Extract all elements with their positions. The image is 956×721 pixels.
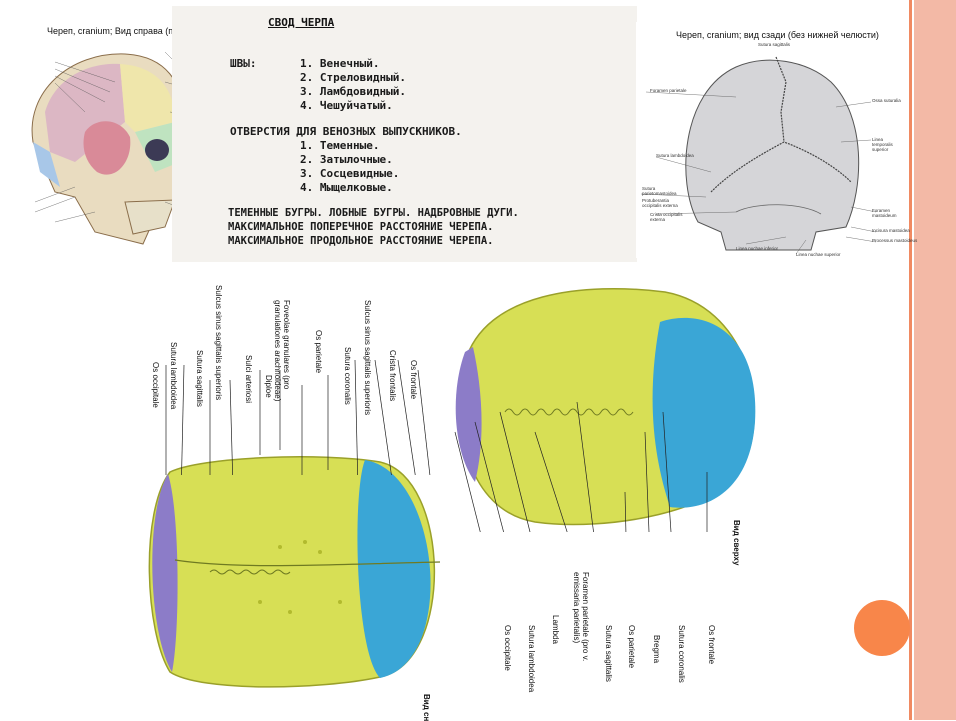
posterior-label: Sutura sagittalis	[758, 42, 791, 47]
top-view-view-label: Вид сверху	[732, 520, 741, 566]
top-view-label: Lambda	[551, 615, 560, 644]
inner-vault-label: Sulci arteriosi	[244, 355, 253, 404]
decorative-circle	[854, 600, 910, 656]
top-view-label: Sutura coronalis	[677, 625, 686, 683]
vault-title: СВОД ЧЕРПА	[268, 16, 335, 29]
inner-vault-label: Sutura lambdoidea	[169, 342, 178, 410]
opening-item: 4. Мыщелковые.	[300, 181, 393, 194]
inner-vault-label: Os parietale	[314, 330, 323, 374]
top-view-label: Bregma	[652, 635, 661, 664]
top-view-label: Os frontale	[707, 625, 716, 665]
inner-vault-label: Sulcus sinus sagittalis superioris	[214, 285, 223, 401]
vault-footer-line: ТЕМЕННЫЕ БУГРЫ. ЛОБНЫЕ БУГРЫ. НАДБРОВНЫЕ…	[228, 207, 519, 219]
inner-vault-label: Os frontale	[409, 360, 418, 400]
posterior-label: Linea temporalis superior	[872, 137, 893, 152]
posterior-label: Processus mastoideus	[872, 238, 918, 243]
inner-vault-label: Crista frontalis	[388, 350, 397, 402]
top-view-label: Os parietale	[627, 625, 636, 669]
posterior-label: Incisura mastoidea	[872, 228, 910, 233]
top-view-label: Foramen parietale (pro v. emissaria pari…	[572, 572, 590, 662]
posterior-label: Protuberantia occipitalis externa	[642, 198, 678, 208]
posterior-label: Ossa suturalia	[872, 98, 901, 103]
skull-posterior-caption: Череп, cranium; вид сзади (без нижней че…	[676, 30, 879, 40]
top-view-label: Os occipitale	[503, 625, 512, 671]
posterior-label: Sutura parietomastoidea	[642, 186, 677, 196]
vault-footer-line: МАКСИМАЛЬНОЕ ПОПЕРЕЧНОЕ РАССТОЯНИЕ ЧЕРЕП…	[228, 221, 494, 233]
top-strip	[0, 0, 915, 6]
openings-title: ОТВЕРСТИЯ ДЛЯ ВЕНОЗНЫХ ВЫПУСКНИКОВ.	[230, 125, 462, 138]
vault-text-panel	[172, 6, 637, 262]
inner-vault-label: Os occipitale	[151, 362, 160, 408]
opening-item: 1. Теменные.	[300, 139, 380, 152]
posterior-label: Linea nuchae superior	[796, 252, 841, 257]
top-view-label: Sutura lambdoidea	[527, 625, 536, 693]
inner-vault-label: Sutura coronalis	[343, 347, 352, 405]
inner-vault-label: Sulcus sinus sagittalis superioris	[363, 300, 372, 416]
frame-accent-line	[909, 0, 912, 720]
top-view-label: Sutura sagittalis	[604, 625, 613, 682]
inner-vault-label: Foveolae granulares (pro granulationes a…	[273, 300, 291, 402]
posterior-label: Foramen mastoideum	[872, 208, 897, 218]
suture-item: 2. Стреловидный.	[300, 71, 406, 84]
suture-item: 3. Ламбдовидный.	[300, 85, 406, 98]
posterior-label: Crista occipitalis externa	[650, 212, 683, 222]
frame-right-band	[914, 0, 956, 720]
opening-item: 3. Сосцевидные.	[300, 167, 400, 180]
vault-inner-illustration	[148, 456, 441, 688]
opening-item: 2. Затылочные.	[300, 153, 393, 166]
posterior-label: Foramen parietale	[650, 88, 687, 93]
sutures-label: ШВЫ:	[230, 57, 257, 70]
posterior-label: Linea nuchae inferior	[736, 246, 779, 251]
skull-lateral-illustration	[31, 51, 206, 245]
inner-vault-label: Sutura sagittalis	[195, 350, 204, 407]
inner-vault-view-label: Вид сн	[422, 694, 431, 721]
vault-inner-leaders	[165, 359, 431, 475]
skull-posterior-illustration	[640, 56, 877, 255]
vault-footer-line: МАКСИМАЛЬНОЕ ПРОДОЛЬНОЕ РАССТОЯНИЕ ЧЕРЕП…	[228, 235, 494, 247]
posterior-label: Sutura lambdoidea	[656, 153, 694, 158]
inner-vault-label: Diploe	[264, 375, 273, 398]
skull-lateral-caption: Череп, cranium; Вид справа (полусхематич…	[47, 26, 240, 36]
suture-item: 1. Венечный.	[300, 57, 380, 70]
skull-top-illustration	[454, 287, 756, 532]
skull-posterior-panel: Череп, cranium; вид сзади (без нижней че…	[636, 22, 917, 258]
suture-item: 4. Чешуйчатый.	[300, 99, 393, 112]
